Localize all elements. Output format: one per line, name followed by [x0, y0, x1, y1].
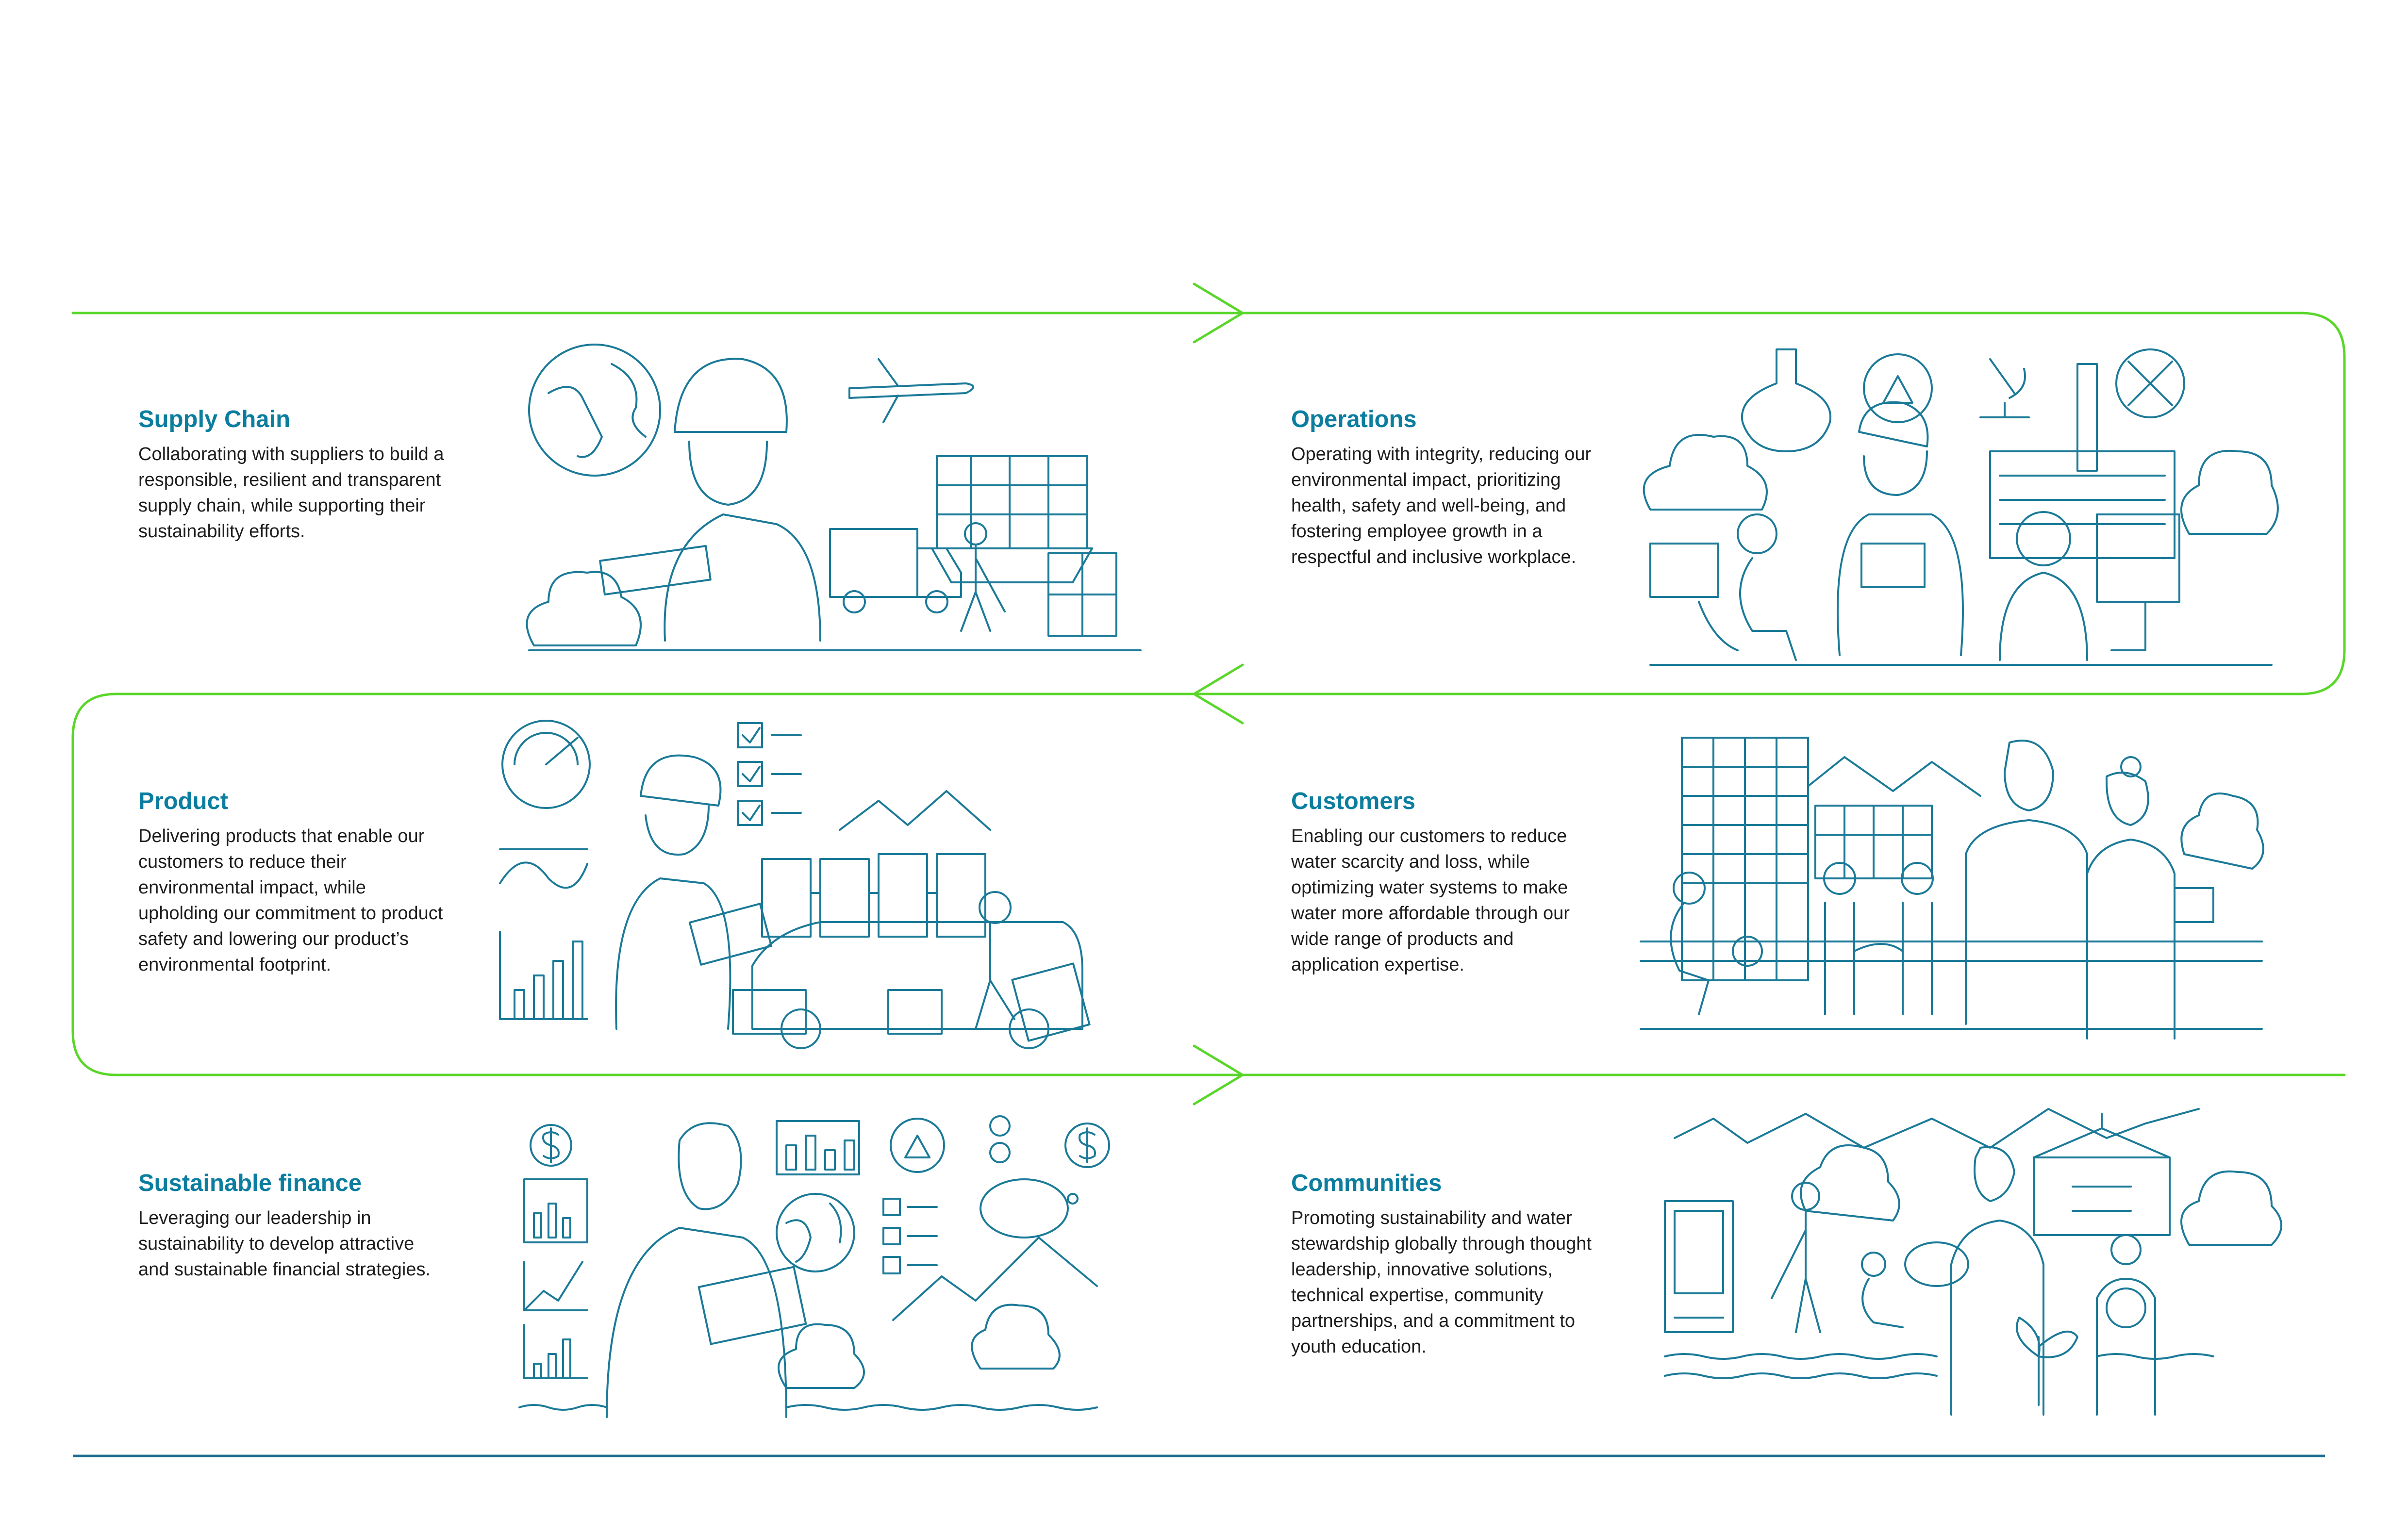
school-icon — [2033, 1113, 2171, 1236]
section-title: Sustainable finance — [138, 1170, 362, 1196]
piggy-bank-icon — [980, 1178, 1079, 1238]
tree-icon — [1643, 434, 1768, 511]
businessman-with-clipboard — [606, 1122, 807, 1418]
section-title: Communities — [1291, 1170, 1442, 1196]
tree-icon — [1800, 1144, 1900, 1222]
woman-with-jug — [2086, 756, 2214, 1040]
globe-icon — [776, 1193, 855, 1272]
arrow-right-top — [1193, 282, 1244, 344]
workers-handshake — [1823, 862, 1934, 1015]
section-customers: Customers Enabling our customers to redu… — [1291, 788, 1602, 978]
bar-chart-icon — [523, 1178, 588, 1243]
bar-chart-icon — [776, 1120, 860, 1175]
pipe-icon — [1649, 543, 1739, 651]
communities-illustration — [1660, 1104, 2301, 1416]
pipe-icon — [1640, 936, 2263, 967]
microscope-icon — [1979, 358, 2030, 418]
gauge-icon — [501, 720, 591, 809]
worker-standing — [1837, 401, 1964, 656]
pallet-worker — [960, 522, 1117, 637]
businessman — [1965, 740, 2088, 1025]
mountains — [1674, 1108, 2200, 1149]
line-chart-icon — [523, 1261, 588, 1311]
coin-stack — [989, 1115, 1011, 1163]
factory-building — [1989, 450, 2176, 559]
water-dispenser — [1664, 1200, 1734, 1333]
worker-with-clipboard — [599, 358, 821, 642]
building-icon — [1681, 737, 1809, 981]
customers-illustration — [1640, 728, 2272, 1040]
airplane-icon — [848, 358, 974, 423]
tree-icon — [526, 571, 642, 646]
tree-icon — [971, 1304, 1061, 1370]
worker-at-computer — [1999, 511, 2180, 661]
section-description: Delivering products that enable our cust… — [138, 826, 443, 975]
globe-icon — [528, 344, 661, 477]
child-with-globe — [2096, 1234, 2156, 1416]
tree-icon — [2180, 793, 2264, 870]
section-description: Operating with integrity, reducing our e… — [1291, 444, 1592, 567]
sustainable-finance-illustration — [515, 1115, 1136, 1427]
line-chart-icon — [499, 848, 588, 889]
checklist-icon — [882, 1198, 938, 1274]
section-description: Enabling our customers to reduce water s… — [1291, 826, 1570, 975]
section-communities: Communities Promoting sustainability and… — [1291, 1170, 1602, 1360]
tools-icon — [2115, 348, 2185, 418]
truck-icon — [829, 528, 962, 613]
woman-watering — [1904, 1146, 2044, 1416]
boxes — [732, 989, 943, 1035]
section-title: Product — [138, 788, 229, 814]
section-description: Promoting sustainability and water stewa… — [1291, 1207, 1592, 1357]
bar-chart-icon — [523, 1324, 588, 1379]
worker-kneeling — [1737, 513, 1797, 661]
tree-icon — [2180, 1170, 2282, 1246]
section-title: Customers — [1291, 788, 1415, 814]
plant-sprout — [2016, 1317, 2078, 1406]
cargo-ship-icon — [931, 455, 1093, 583]
operations-illustration — [1641, 340, 2281, 675]
arrow-right-bottom — [1193, 1044, 1244, 1106]
dollar-icon — [1064, 1123, 1110, 1168]
water-tanks — [761, 853, 986, 938]
supply-chain-illustration — [519, 340, 1150, 660]
section-title: Supply Chain — [138, 406, 291, 432]
dollar-icon — [530, 1124, 572, 1167]
bar-chart-icon — [499, 931, 588, 1020]
arrow-left-middle — [1193, 663, 1244, 725]
hand-truck-worker — [975, 891, 1091, 1042]
mountains — [839, 790, 991, 831]
flow-line-top — [71, 312, 2346, 1076]
flask-icon — [1741, 348, 1832, 452]
section-sustainable-finance: Sustainable finance Leveraging our leade… — [138, 1170, 449, 1283]
checklist-icon — [737, 722, 802, 826]
section-title: Operations — [1291, 406, 1417, 432]
mountains — [892, 1237, 1098, 1321]
tree-icon — [778, 1323, 865, 1389]
section-description: Collaborating with suppliers to build a … — [138, 444, 444, 542]
product-illustration — [499, 718, 1131, 1049]
chimney — [2076, 363, 2098, 472]
child-planting — [1861, 1252, 1904, 1328]
section-description: Leveraging our leadership in sustainabil… — [138, 1207, 431, 1280]
recycle-icon — [1863, 353, 1933, 423]
engineer-with-clipboard — [615, 754, 773, 1030]
worker-kneeling — [1670, 872, 1710, 1015]
recycle-icon — [890, 1118, 945, 1173]
person-cleaning — [1771, 1182, 1821, 1333]
section-operations: Operations Operating with integrity, red… — [1291, 406, 1602, 570]
section-product: Product Delivering products that enable … — [138, 788, 449, 978]
mountains — [1807, 756, 1981, 797]
tree-icon — [2180, 449, 2279, 535]
building-icon — [1814, 805, 1933, 879]
section-supply-chain: Supply Chain Collaborating with supplier… — [138, 406, 449, 545]
van-icon — [751, 921, 1083, 1049]
